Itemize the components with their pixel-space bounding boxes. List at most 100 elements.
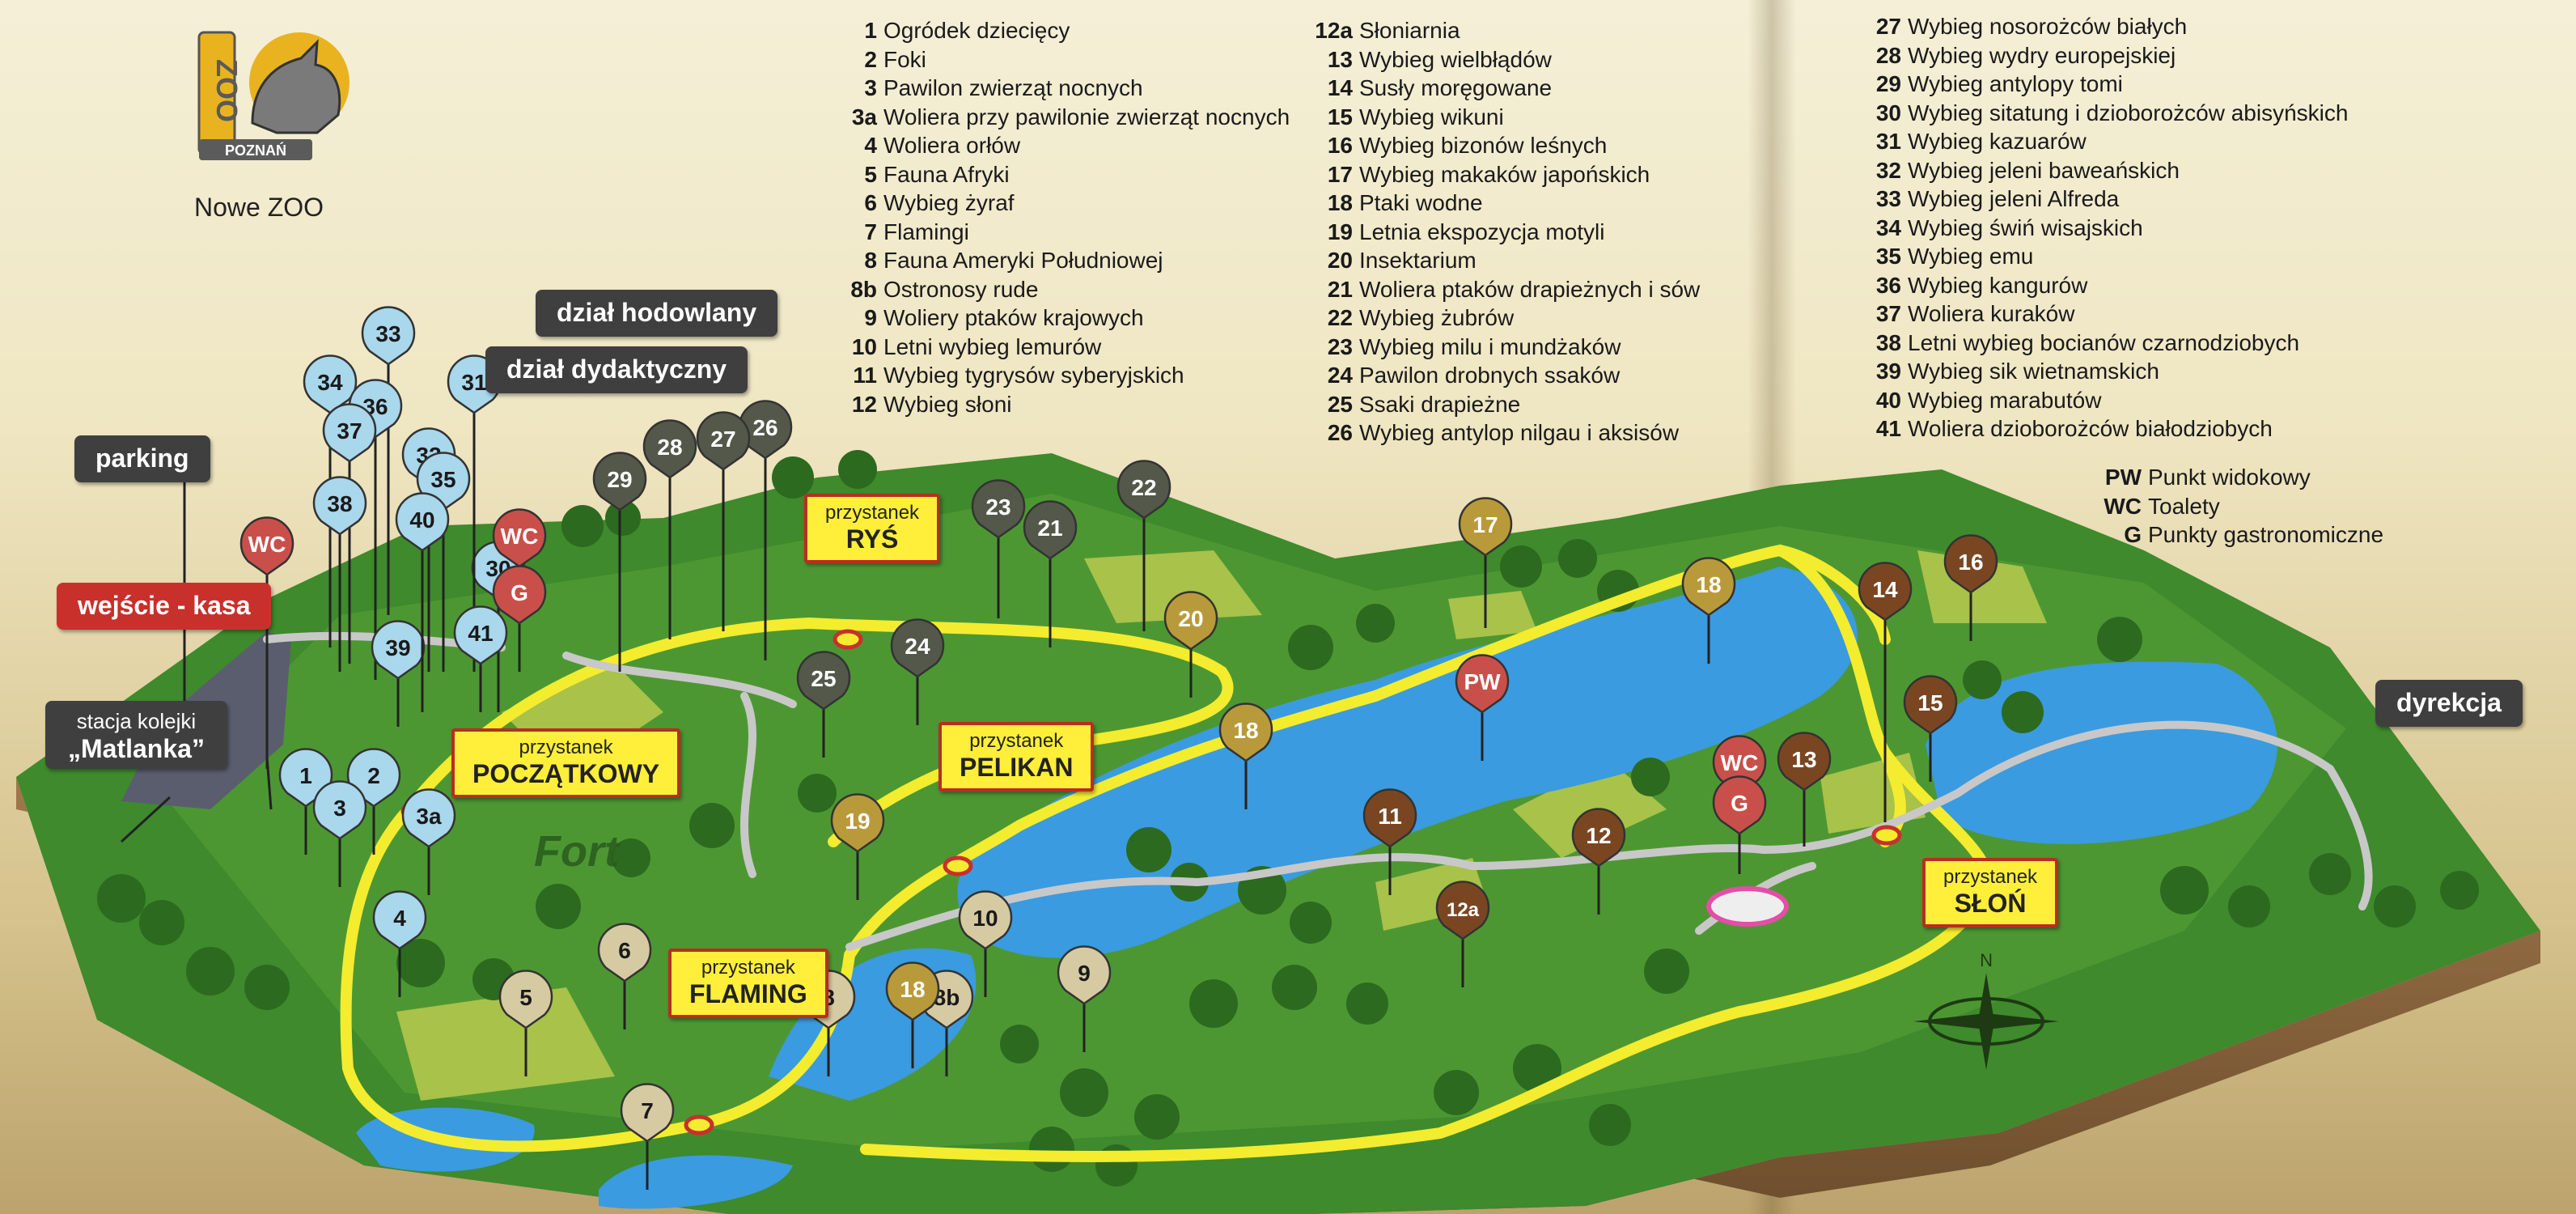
legend-label: Pawilon zwierząt nocnych (883, 75, 1143, 100)
stop-pelikan[interactable]: przystanek PELIKAN (938, 722, 1095, 792)
legend-label: Wybieg tygrysów syberyjskich (883, 363, 1184, 388)
pin-22[interactable]: 22 (1116, 460, 1171, 631)
stop-label-name: POCZĄTKOWY (472, 759, 660, 788)
pin-head (1057, 945, 1112, 1005)
legend-number: 5 (864, 161, 877, 187)
pin-g[interactable]: G (1712, 775, 1767, 874)
pin-g[interactable]: G (492, 565, 547, 672)
pin-head (971, 479, 1026, 539)
legend-label: Fauna Afryki (883, 161, 1010, 187)
pin-3[interactable]: 3 (312, 780, 367, 887)
legend-label: Punkt widokowy (2148, 465, 2311, 490)
legend-label: Woliera ptaków drapieżnych i sów (1359, 276, 1701, 302)
pin-4[interactable]: 4 (372, 890, 427, 997)
pin-pw[interactable]: PW (1455, 654, 1510, 761)
legend-label: Pawilon drobnych ssaków (1359, 363, 1621, 388)
pin-6[interactable]: 6 (597, 923, 652, 1029)
pin-14[interactable]: 14 (1858, 562, 1913, 822)
legend-label: Wybieg sik wietnamskich (1908, 359, 2159, 384)
pin-26[interactable]: 26 (738, 400, 793, 660)
pin-11[interactable]: 11 (1362, 788, 1417, 895)
stop-flaming[interactable]: przystanek FLAMING (668, 949, 828, 1018)
pin-40[interactable]: 40 (395, 492, 450, 712)
pin-label: PW (1464, 669, 1501, 694)
logo-city: POZNAŃ (225, 142, 286, 159)
legend-number: 14 (1327, 75, 1353, 100)
pin-19[interactable]: 19 (830, 793, 885, 900)
pin-head (1777, 732, 1832, 792)
pin-head (1712, 775, 1767, 835)
pin-label: 26 (752, 415, 777, 440)
station-tag[interactable]: stacja kolejki „Matlanka” (45, 701, 227, 769)
pin-label: 3a (416, 804, 442, 829)
pin-27[interactable]: 27 (696, 411, 751, 631)
entrance-tag[interactable]: wejście - kasa (57, 583, 272, 630)
pin-label: 18 (1233, 718, 1258, 743)
pin-34[interactable]: 34 (303, 354, 358, 647)
stop-poczatkowy[interactable]: przystanek POCZĄTKOWY (451, 728, 681, 798)
pin-9[interactable]: 9 (1057, 945, 1112, 1052)
legend-number: 35 (1875, 244, 1901, 269)
pin-41[interactable]: 41 (453, 605, 508, 712)
legend-label: Ostronosy rude (883, 276, 1039, 302)
pin-label: 19 (845, 809, 870, 834)
stop-slon[interactable]: przystanek SŁOŃ (1922, 858, 2059, 927)
pin-10[interactable]: 10 (958, 890, 1013, 997)
legend-label: Wybieg żubrów (1359, 305, 1515, 330)
pin-7[interactable]: 7 (620, 1083, 675, 1190)
pin-head (1218, 703, 1273, 762)
pin-13[interactable]: 13 (1777, 732, 1832, 847)
pin-17[interactable]: 17 (1458, 497, 1513, 628)
pin-head (401, 788, 456, 848)
management-tag[interactable]: dyrekcja (2375, 680, 2523, 727)
pin-29[interactable]: 29 (592, 452, 647, 672)
pin-18[interactable]: 18 (1218, 703, 1273, 809)
pin-25[interactable]: 25 (796, 651, 851, 758)
pin-label: 24 (905, 634, 930, 659)
pin-wc[interactable]: WC (492, 508, 547, 664)
pin-12a[interactable]: 12a (1435, 881, 1490, 987)
legend-label: Letni wybieg lemurów (883, 333, 1102, 359)
logo-subtitle: Nowe ZOO (194, 193, 324, 222)
pin-16[interactable]: 16 (1943, 534, 1998, 641)
parking-tag[interactable]: parking (74, 435, 210, 482)
zoo-logo: ZOO POZNAŃ (197, 31, 350, 160)
pin-28[interactable]: 28 (642, 419, 697, 639)
pin-38[interactable]: 38 (312, 476, 367, 672)
pin-21[interactable]: 21 (1023, 500, 1078, 647)
legend-number: 30 (1875, 100, 1901, 125)
legend-number: 4 (864, 133, 877, 158)
pin-5[interactable]: 5 (498, 970, 553, 1076)
legend-label: Wybieg słoni (883, 391, 1012, 417)
legend-number: 3a (851, 104, 877, 129)
didactic-tag[interactable]: dział dydaktyczny (485, 346, 748, 393)
legend-number: 26 (1327, 420, 1353, 445)
stop-label-name: PELIKAN (960, 753, 1074, 782)
stop-label-small: przystanek (825, 502, 920, 524)
pin-24[interactable]: 24 (890, 618, 945, 725)
pin-20[interactable]: 20 (1163, 591, 1218, 698)
pin-15[interactable]: 15 (1903, 675, 1958, 782)
pin-3a[interactable]: 3a (401, 788, 456, 895)
pin-wc[interactable]: WC (239, 516, 294, 769)
pin-head (1435, 881, 1490, 940)
pin-label: G (1731, 791, 1748, 816)
pin-18[interactable]: 18 (1681, 557, 1736, 664)
pin-18[interactable]: 18 (885, 961, 940, 1068)
pin-39[interactable]: 39 (371, 620, 426, 727)
pin-23[interactable]: 23 (971, 479, 1026, 618)
breeding-tag[interactable]: dział hodowlany (536, 290, 778, 337)
pin-label: 20 (1178, 606, 1203, 631)
legend-number: 11 (853, 363, 877, 388)
stop-rys[interactable]: przystanek RYŚ (804, 494, 941, 563)
pin-12[interactable]: 12 (1571, 808, 1626, 915)
